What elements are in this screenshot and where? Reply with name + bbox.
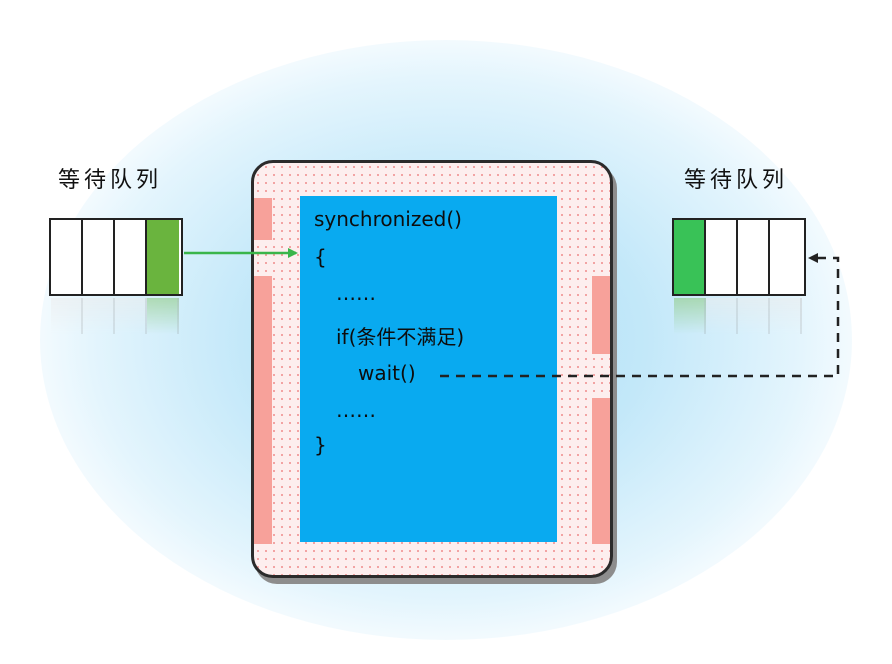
queue-cell: [706, 220, 738, 294]
right-queue-label: 等待队列: [684, 168, 789, 193]
monitor-right-bar-top: [592, 276, 610, 354]
right-waiting-queue: [672, 218, 806, 296]
queue-cell: [115, 220, 147, 294]
code-line-close-brace: }: [314, 433, 327, 457]
code-line-wait: wait(): [358, 361, 416, 385]
left-waiting-queue: [49, 218, 183, 296]
code-line-open-brace: {: [314, 245, 327, 269]
code-line-ellipsis-2: ……: [336, 398, 376, 422]
queue-cell: [770, 220, 802, 294]
code-line-if-condition: if(条件不满足): [336, 325, 465, 349]
monitor-right-bar-bottom: [592, 398, 610, 544]
queue-cell-occupied: [147, 220, 179, 294]
queue-cell-occupied: [674, 220, 706, 294]
code-line-ellipsis-1: ……: [336, 281, 376, 305]
left-queue-label: 等待队列: [58, 168, 163, 193]
queue-cell: [738, 220, 770, 294]
left-queue-reflection: [51, 298, 181, 334]
synchronized-code-panel: [300, 196, 557, 542]
monitor-left-bar-bottom: [254, 276, 272, 544]
queue-cell: [83, 220, 115, 294]
monitor-left-bar-top: [254, 198, 272, 240]
queue-cell: [51, 220, 83, 294]
wait-to-queue-arrow: [440, 253, 840, 378]
code-line-synchronized: synchronized(): [314, 207, 462, 231]
right-queue-reflection: [674, 298, 804, 334]
